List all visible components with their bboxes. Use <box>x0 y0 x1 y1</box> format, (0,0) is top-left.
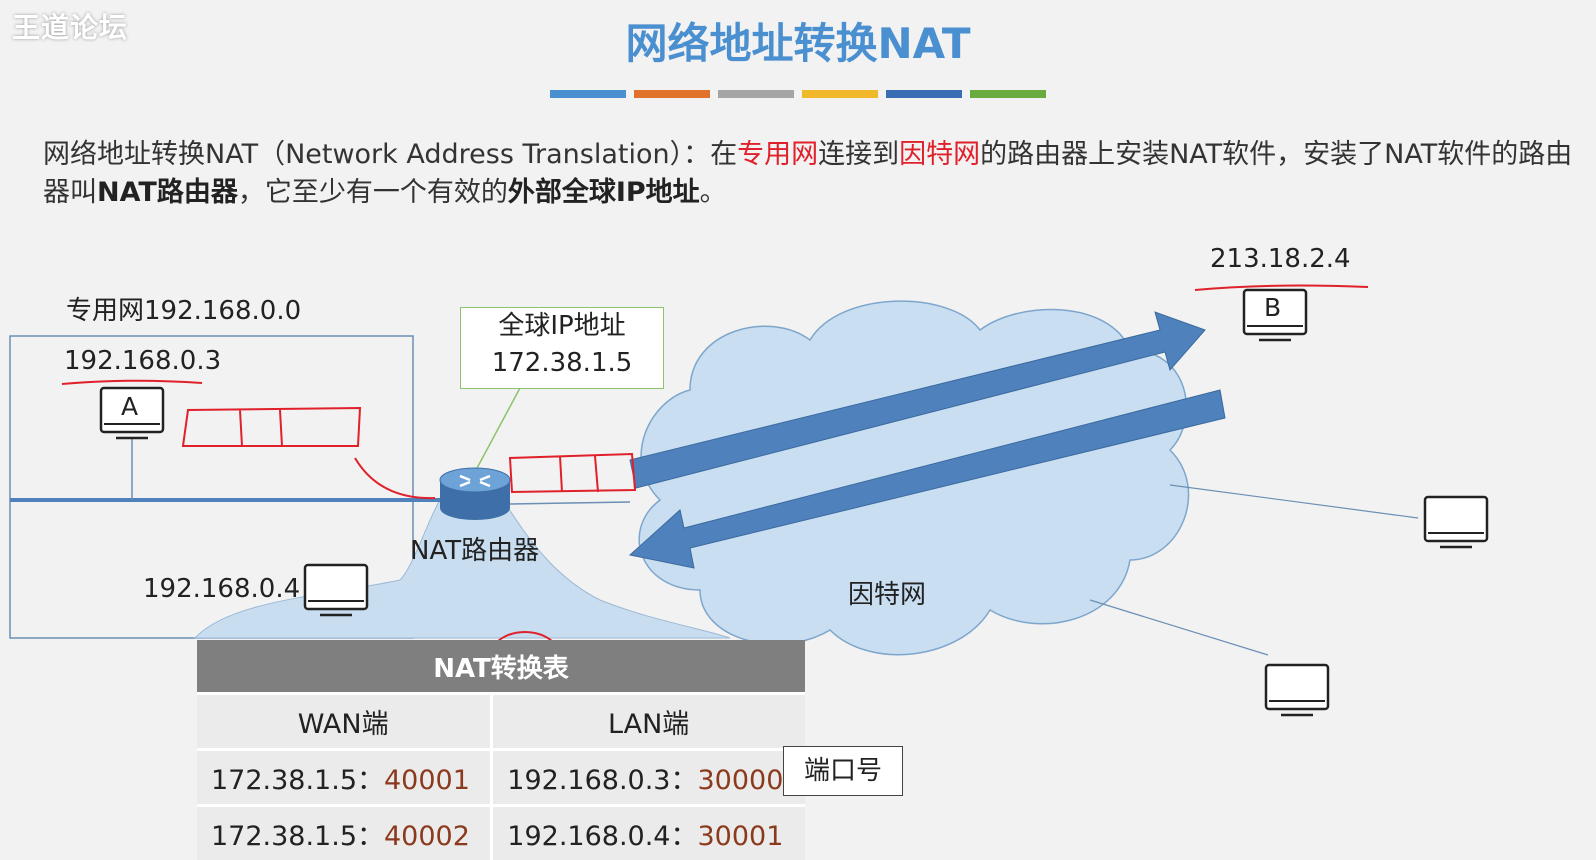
wan-cell: 172.38.1.5：40002 <box>197 806 492 860</box>
host-a-letter: A <box>121 392 138 421</box>
underline-host-a-ip <box>62 381 202 384</box>
nat-table: NAT转换表 WAN端 LAN端 172.38.1.5：40001 192.16… <box>197 640 805 860</box>
router-label: NAT路由器 <box>410 530 539 567</box>
arrow-sketch <box>355 458 435 498</box>
callout-line-1: 全球IP地址 <box>461 308 663 345</box>
wan-cell: 172.38.1.5：40001 <box>197 750 492 806</box>
host-a-ip: 192.168.0.3 <box>64 346 221 376</box>
router-wan-link <box>510 502 630 504</box>
packet-sketch-2 <box>510 454 635 492</box>
host-4-monitor <box>305 565 367 615</box>
private-network-label: 专用网192.168.0.0 <box>66 290 301 327</box>
host-right-monitor <box>1425 497 1487 547</box>
link-host-right <box>1170 485 1418 518</box>
nat-table-title: NAT转换表 <box>197 640 805 694</box>
host-4-ip: 192.168.0.4 <box>143 574 300 604</box>
lan-cell: 192.168.0.3：30000 <box>492 750 805 806</box>
lan-cell: 192.168.0.4：30001 <box>492 806 805 860</box>
table-row: 172.38.1.5：40001 192.168.0.3：30000 <box>197 750 805 806</box>
internet-label: 因特网 <box>848 574 926 611</box>
host-b-letter: B <box>1264 293 1281 322</box>
router-icon <box>440 468 510 520</box>
host-b-ip: 213.18.2.4 <box>1210 244 1351 274</box>
port-number-callout: 端口号 <box>783 746 903 796</box>
packet-sketch-1 <box>183 408 360 446</box>
col-header-wan: WAN端 <box>197 694 492 750</box>
callout-line-2: 172.38.1.5 <box>461 345 663 382</box>
col-header-lan: LAN端 <box>492 694 805 750</box>
table-row: 172.38.1.5：40002 192.168.0.4：30001 <box>197 806 805 860</box>
link-host-bottom <box>1090 600 1268 655</box>
host-bottom-monitor <box>1266 665 1328 715</box>
global-ip-callout: 全球IP地址 172.38.1.5 <box>460 307 664 389</box>
